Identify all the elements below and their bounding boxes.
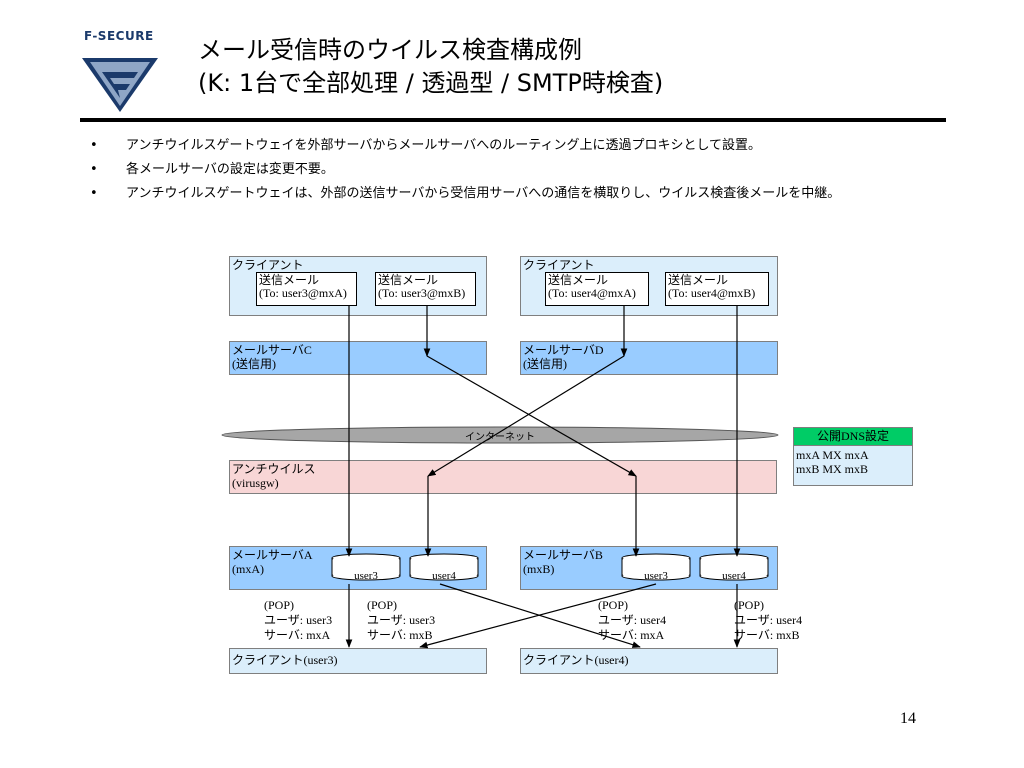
flow-arrow — [427, 355, 625, 477]
bullet-item: • アンチウイルスゲートウェイは、外部の送信サーバから受信用サーバへの通信を横取… — [90, 184, 950, 204]
pop-protocol: (POP) — [367, 598, 398, 612]
mail-server-d: メールサーバD (送信用) — [520, 341, 778, 375]
bullet-text: 各メールサーバの設定は変更不要。 — [126, 162, 334, 177]
title-line-2: (K: 1台で全部処理 / 透過型 / SMTP時検査) — [198, 69, 664, 97]
f-secure-logo-icon — [80, 44, 160, 118]
mail-recipient: (To: user4@mxB) — [668, 286, 756, 300]
bullet-list: • アンチウイルスゲートウェイを外部サーバからメールサーバへのルーティング上に透… — [90, 136, 950, 208]
mail-label: 送信メール — [259, 273, 320, 287]
dns-record: mxB MX mxB — [796, 462, 869, 476]
pop-settings: (POP) ユーザ: user3 サーバ: mxA — [264, 598, 332, 643]
page-number: 14 — [900, 710, 916, 727]
server-host: (mxA) — [232, 562, 264, 576]
server-host: (mxB) — [523, 562, 555, 576]
server-name: メールサーバA — [232, 548, 313, 562]
pop-settings: (POP) ユーザ: user4 サーバ: mxA — [598, 598, 666, 643]
title-divider — [80, 118, 946, 122]
dns-settings-header: 公開DNS設定 — [793, 427, 913, 446]
pop-user: ユーザ: user4 — [734, 613, 803, 627]
internet-label: インターネット — [465, 432, 535, 443]
pop-protocol: (POP) — [264, 598, 295, 612]
bullet-text: アンチウイルスゲートウェイは、外部の送信サーバから受信用サーバへの通信を横取りし… — [126, 186, 841, 201]
bullet-dot-icon: • — [90, 138, 98, 153]
title-line-1: メール受信時のウイルス検査構成例 — [198, 36, 582, 64]
mailbox-cylinder-icon — [331, 553, 401, 581]
mailbox-label: user4 — [432, 570, 456, 582]
pop-user: ユーザ: user3 — [367, 613, 436, 627]
bullet-item: • アンチウイルスゲートウェイを外部サーバからメールサーバへのルーティング上に透… — [90, 136, 950, 156]
gateway-name: アンチウイルス — [232, 462, 316, 476]
mail-label: 送信メール — [548, 273, 609, 287]
dns-settings-records: mxA MX mxA mxB MX mxB — [793, 446, 913, 486]
flow-arrow — [419, 583, 657, 649]
pop-user: ユーザ: user3 — [264, 613, 333, 627]
logo-text: F-SECURE — [84, 29, 154, 43]
mailbox-cylinder-icon — [621, 553, 691, 581]
pop-protocol: (POP) — [598, 598, 629, 612]
mail-recipient: (To: user3@mxB) — [378, 286, 466, 300]
mail-label: 送信メール — [378, 273, 439, 287]
pop-protocol: (POP) — [734, 598, 765, 612]
send-mail-box: 送信メール (To: user4@mxA) — [545, 272, 649, 306]
mailbox-cylinder-icon — [409, 553, 479, 581]
mail-recipient: (To: user4@mxA) — [548, 286, 636, 300]
dns-record: mxA MX mxA — [796, 448, 869, 462]
mail-label: 送信メール — [668, 273, 729, 287]
server-role: (送信用) — [232, 357, 276, 371]
pop-server: サーバ: mxA — [264, 628, 331, 642]
mail-recipient: (To: user3@mxA) — [259, 286, 347, 300]
bullet-dot-icon: • — [90, 162, 98, 177]
pop-server: サーバ: mxA — [598, 628, 665, 642]
mailbox-cylinder-icon — [699, 553, 769, 581]
server-name: メールサーバC — [232, 343, 312, 357]
bullet-dot-icon: • — [90, 186, 98, 201]
mailbox-label: user4 — [722, 570, 746, 582]
send-mail-box: 送信メール (To: user3@mxA) — [256, 272, 357, 306]
server-role: (送信用) — [523, 357, 567, 371]
pop-settings: (POP) ユーザ: user4 サーバ: mxB — [734, 598, 802, 643]
client-user3: クライアント(user3) — [229, 648, 487, 674]
pop-server: サーバ: mxB — [734, 628, 800, 642]
internet-cloud — [221, 426, 779, 444]
gateway-host: (virusgw) — [232, 476, 279, 490]
send-mail-box: 送信メール (To: user3@mxB) — [375, 272, 476, 306]
bullet-item: • 各メールサーバの設定は変更不要。 — [90, 160, 950, 180]
pop-user: ユーザ: user4 — [598, 613, 667, 627]
slide-title: メール受信時のウイルス検査構成例 (K: 1台で全部処理 / 透過型 / SMT… — [198, 34, 663, 100]
server-name: メールサーバB — [523, 548, 603, 562]
client-title: クライアント — [523, 258, 595, 272]
flow-arrow — [426, 355, 637, 477]
client-user4: クライアント(user4) — [520, 648, 778, 674]
antivirus-gateway: アンチウイルス (virusgw) — [229, 460, 777, 494]
mail-server-c: メールサーバC (送信用) — [229, 341, 487, 375]
pop-settings: (POP) ユーザ: user3 サーバ: mxB — [367, 598, 435, 643]
send-mail-box: 送信メール (To: user4@mxB) — [665, 272, 769, 306]
bullet-text: アンチウイルスゲートウェイを外部サーバからメールサーバへのルーティング上に透過プ… — [126, 138, 762, 153]
mailbox-label: user3 — [354, 570, 378, 582]
mailbox-label: user3 — [644, 570, 668, 582]
client-title: クライアント — [232, 258, 304, 272]
server-name: メールサーバD — [523, 343, 604, 357]
pop-server: サーバ: mxB — [367, 628, 433, 642]
